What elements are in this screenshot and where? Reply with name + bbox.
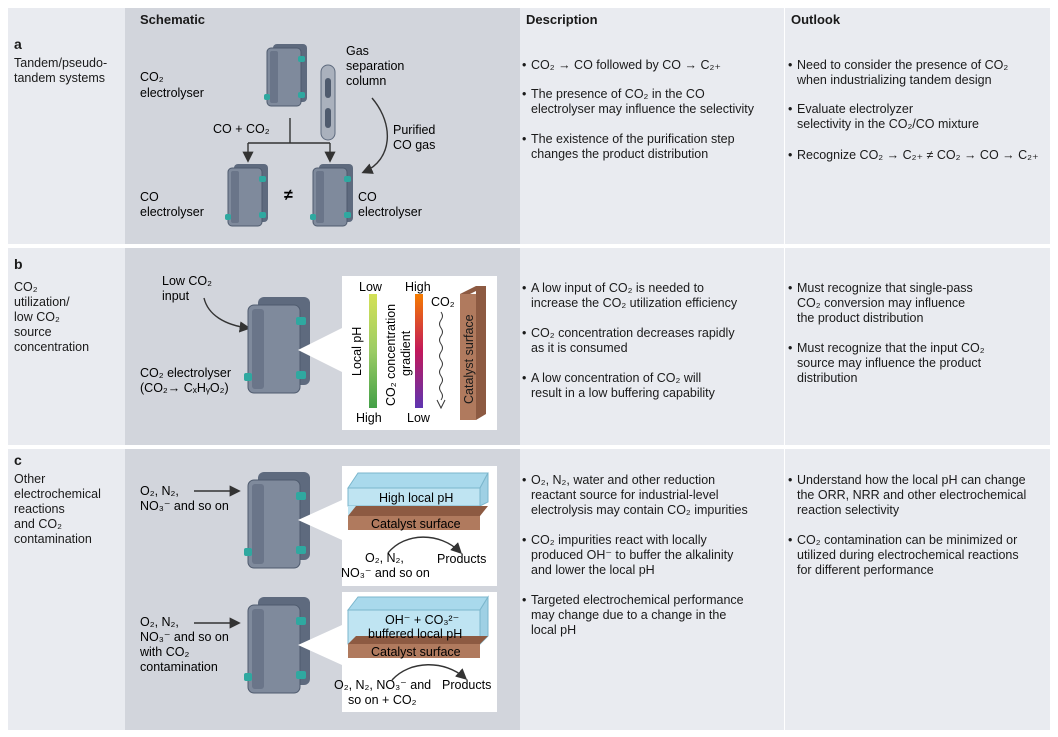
row-a-letter: a	[14, 36, 22, 52]
row-c-right	[520, 449, 1050, 730]
co2-wavy-arrow	[439, 311, 443, 401]
c2-products: Products	[442, 678, 491, 692]
header-outlook: Outlook	[791, 12, 841, 27]
b-elec-2: (CO₂→ CₓHᵧO₂)	[140, 381, 229, 395]
header-description: Description	[526, 12, 598, 27]
c2-react-1: O₂, N₂, NO₃⁻ and	[334, 678, 431, 692]
catalyst-icon	[460, 286, 486, 420]
c1-box-top: High local pH	[379, 491, 453, 505]
a-neq: ≠	[284, 187, 293, 204]
b-ph-label: Local pH	[350, 327, 364, 376]
electrolyser-icon-top	[263, 43, 308, 107]
row-b-title-5: concentration	[14, 340, 90, 354]
electrolyser-icon-b	[243, 296, 311, 394]
c1-products: Products	[437, 552, 486, 566]
a-co-right-1: CO	[358, 190, 377, 204]
purified-arrow	[361, 97, 389, 174]
c2-reaction-arrow	[391, 664, 468, 681]
a-co-left-2: electrolyser	[140, 205, 204, 219]
c1-input-1: O₂, N₂,	[140, 484, 179, 498]
electrolyser-icon-co-right	[309, 163, 354, 227]
a-co2-elec-2: electrolyser	[140, 86, 204, 100]
b-low-top: Low	[359, 280, 383, 294]
c1-catalyst	[348, 506, 488, 530]
c2-input-2: NO₃⁻ and so on	[140, 630, 229, 644]
row-c-left	[8, 449, 125, 730]
a-purified-2: CO gas	[393, 138, 435, 152]
row-c-title-1: Other	[14, 472, 46, 486]
b-zoom-wedge	[298, 328, 342, 372]
a-purified-1: Purified	[393, 123, 435, 137]
row-a-title-1: Tandem/pseudo-	[14, 56, 108, 70]
c2-catalyst	[348, 636, 488, 658]
c1-react-2: NO₃⁻ and so on	[341, 566, 430, 580]
a-gas-2: separation	[346, 59, 404, 73]
electrolyser-icon-co-left	[224, 163, 269, 227]
a-gas-1: Gas	[346, 44, 369, 58]
row-b-title-4: source	[14, 325, 52, 339]
a-co2-elec-1: CO₂	[140, 70, 164, 84]
co2-arrowhead	[436, 399, 446, 410]
b-gradient-label-1: CO₂ concentration	[384, 304, 398, 406]
c2-react-2: so on + CO₂	[348, 693, 417, 707]
row-a-left	[8, 34, 125, 244]
row-c-title-4: and CO₂	[14, 517, 62, 531]
ph-gradient-bar	[369, 294, 377, 408]
row-b-title-2: utilization/	[14, 295, 70, 309]
row-a-title-2: tandem systems	[14, 71, 106, 85]
row-b-letter: b	[14, 256, 23, 272]
a-co-left-1: CO	[140, 190, 159, 204]
c1-reaction-arrow	[387, 536, 462, 554]
b-low-bottom: Low	[407, 411, 431, 425]
c2-box-top-1: OH⁻ + CO₃²⁻	[385, 613, 459, 627]
b-elec-1: CO₂ electrolyser	[140, 366, 231, 380]
a-feed: CO + CO₂	[213, 122, 270, 136]
c1-box-cat: Catalyst surface	[371, 517, 461, 531]
b-low-input-2: input	[162, 289, 190, 303]
b-high-top: High	[405, 280, 431, 294]
column-icon	[320, 64, 336, 141]
b-catalyst-label: Catalyst surface	[462, 314, 476, 404]
b-high-bottom: High	[356, 411, 382, 425]
a-gas-3: column	[346, 74, 386, 88]
row-c-letter: c	[14, 452, 22, 468]
row-c-title-2: electrochemical	[14, 487, 101, 501]
b-low-input-1: Low CO₂	[162, 274, 212, 288]
c2-input-3: with CO₂	[139, 645, 189, 659]
b-co2-small: CO₂	[431, 295, 455, 309]
b-gradient-label-2: gradient	[399, 330, 413, 376]
c2-box-top-2: buffered local pH	[368, 627, 462, 641]
c2-box-cat: Catalyst surface	[371, 645, 461, 659]
row-b-right	[520, 248, 1050, 445]
c2-input-4: contamination	[140, 660, 218, 674]
row-c-title-3: reactions	[14, 502, 65, 516]
header-schematic: Schematic	[140, 12, 206, 27]
row-b-title-3: low CO₂	[14, 310, 60, 324]
c1-zoom-wedge	[298, 500, 342, 540]
row-b-left	[8, 248, 125, 445]
row-a-right	[520, 34, 1050, 244]
c1-input-2: NO₃⁻ and so on	[140, 499, 229, 513]
divider-outlook	[784, 8, 785, 730]
row-c-title-5: contamination	[14, 532, 92, 546]
a-co-right-2: electrolyser	[358, 205, 422, 219]
c2-input-1: O₂, N₂,	[140, 615, 179, 629]
c1-react-1: O₂, N₂,	[365, 551, 404, 565]
c2-zoom-wedge	[298, 625, 342, 665]
co2-gradient-bar	[415, 294, 423, 408]
b-input-arrow	[203, 297, 251, 333]
row-b-title-1: CO₂	[14, 280, 38, 294]
